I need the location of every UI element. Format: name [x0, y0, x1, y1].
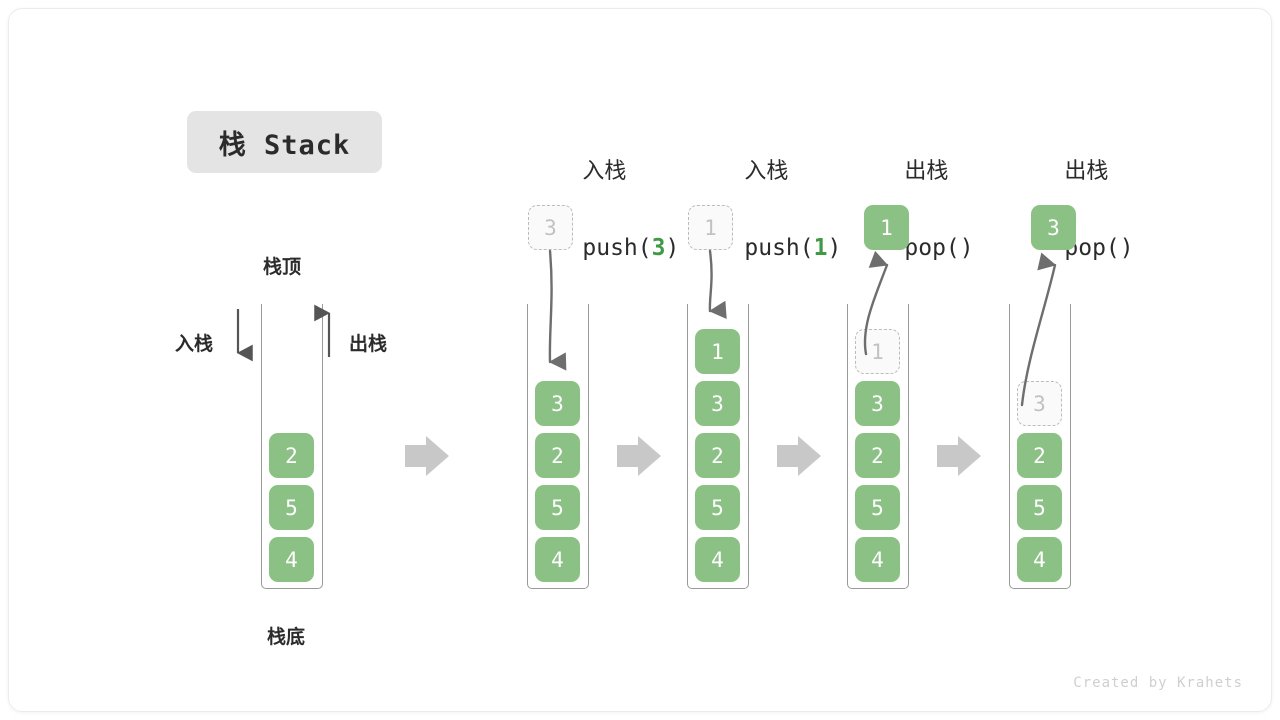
stack-element: 4 [535, 537, 580, 582]
popped-box: 3 [1031, 205, 1076, 250]
stack-element: 2 [269, 433, 314, 478]
step-header-push-1: 入栈 push(1) [689, 114, 859, 305]
step-code-suffix: ) [665, 235, 680, 261]
step-title-cn: 出栈 [1064, 159, 1109, 184]
flow-arrow-1 [405, 436, 449, 476]
push-3-curve-arrow [548, 249, 567, 371]
stack-element: 3 [535, 381, 580, 426]
push-side-label: 入栈 [175, 333, 214, 355]
stack-title-label: 栈 Stack [218, 129, 351, 161]
diagram-stage: 栈 Stack 栈顶 入栈 出栈 2 5 4 栈底 入栈 push(3) 3 3… [9, 9, 1271, 711]
stack-element: 4 [269, 537, 314, 582]
flow-arrow-2 [617, 436, 661, 476]
stack-element: 2 [535, 433, 580, 478]
pop-side-label: 出栈 [349, 333, 388, 355]
stack-element: 2 [695, 433, 740, 478]
step-code-suffix: ) [827, 235, 842, 261]
stack-element: 2 [1017, 433, 1062, 478]
stack-element: 3 [855, 381, 900, 426]
step-title-cn: 入栈 [582, 159, 627, 184]
stack-element: 2 [855, 433, 900, 478]
step-code-suffix: ) [959, 235, 974, 261]
stack-element: 4 [1017, 537, 1062, 582]
stack-element: 4 [695, 537, 740, 582]
step-header-pop-1: 出栈 pop() [849, 114, 1019, 305]
step-header-push-3: 入栈 push(3) [527, 114, 697, 305]
pop-3-curve-arrow [1020, 252, 1057, 407]
stack-element: 5 [695, 485, 740, 530]
arrows-overlay [236, 249, 1057, 476]
vacated-ghost-box: 1 [855, 329, 900, 374]
step-title-cn: 出栈 [904, 159, 949, 184]
stack-element: 3 [695, 381, 740, 426]
stack-bottom-label: 栈底 [267, 626, 306, 648]
stack-title-badge: 栈 Stack [187, 111, 382, 173]
stack-element: 1 [695, 329, 740, 374]
popped-box: 1 [864, 205, 909, 250]
step-title-cn: 入栈 [744, 159, 789, 184]
flow-arrow-4 [937, 436, 981, 476]
step-code-suffix: ) [1119, 235, 1134, 261]
step-code-arg: 3 [651, 235, 666, 261]
step-code-prefix: pop( [904, 235, 960, 261]
stack-element: 5 [855, 485, 900, 530]
step-code-prefix: push( [582, 235, 652, 261]
step-code-prefix: push( [744, 235, 814, 261]
watermark-credit: Created by Krahets [1073, 675, 1243, 691]
pop-1-curve-arrow [863, 250, 889, 356]
stack-top-label: 栈顶 [263, 256, 302, 278]
incoming-ghost-box: 3 [528, 205, 573, 250]
stack-element: 5 [269, 485, 314, 530]
step-code-arg: 1 [813, 235, 828, 261]
stack-element: 5 [535, 485, 580, 530]
stack-element: 5 [1017, 485, 1062, 530]
incoming-ghost-box: 1 [688, 205, 733, 250]
stack-element: 4 [855, 537, 900, 582]
step-header-pop-3: 出栈 pop() [1009, 114, 1179, 305]
push-1-curve-arrow [708, 249, 727, 319]
diagram-card: 栈 Stack 栈顶 入栈 出栈 2 5 4 栈底 入栈 push(3) 3 3… [8, 8, 1272, 712]
flow-arrow-3 [777, 436, 821, 476]
